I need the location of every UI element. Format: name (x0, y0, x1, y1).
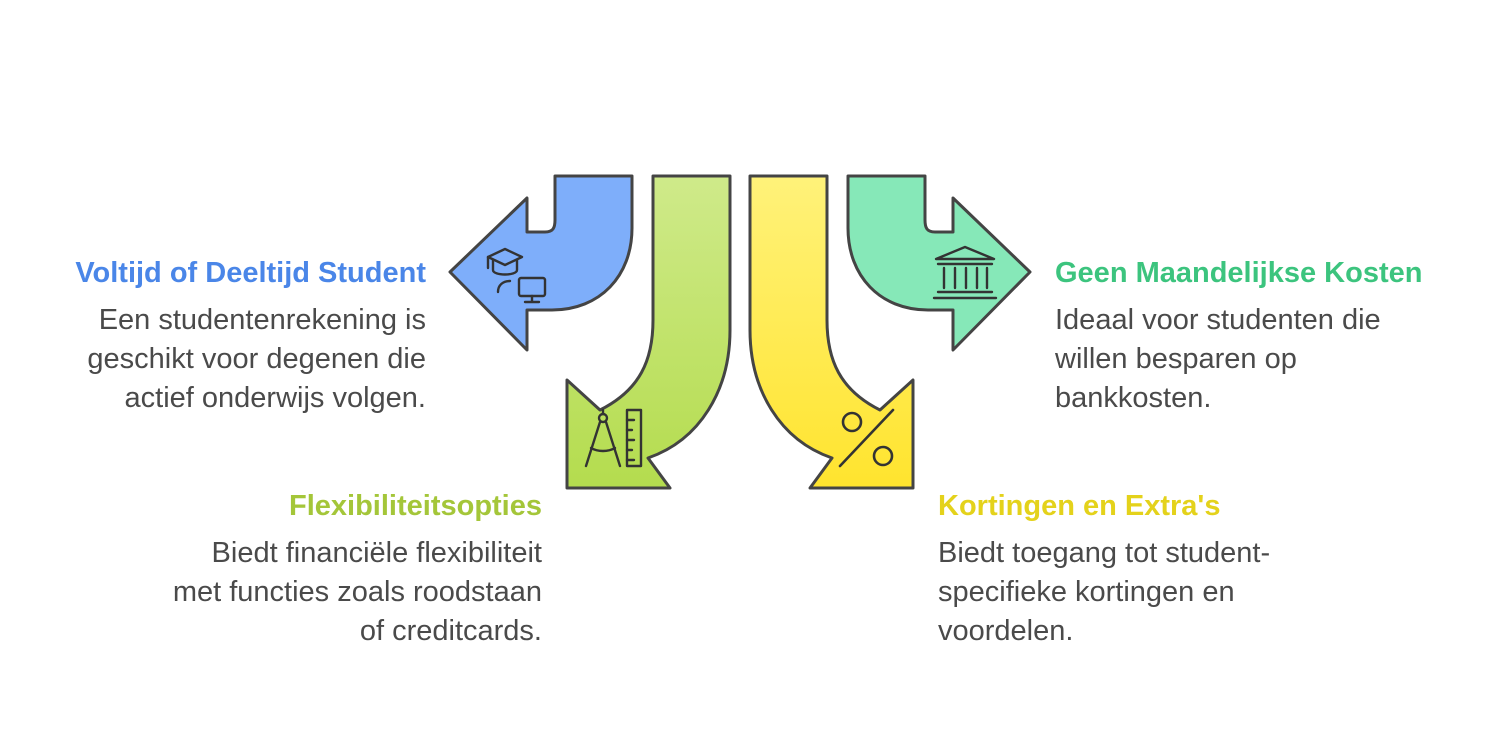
arrow-student (448, 174, 634, 352)
item-student-description: Een studentenrekening is geschikt voor d… (87, 304, 426, 414)
item-flexibility-title: Flexibiliteitsopties (289, 490, 542, 522)
arrow-flexibility (565, 174, 732, 490)
item-discounts: Kortingen en Extra's Biedt toegang tot s… (938, 488, 1270, 651)
compass-ruler-icon (584, 408, 643, 468)
item-no-fees: Geen Maandelijkse Kosten Ideaal voor stu… (1055, 255, 1422, 418)
item-flexibility-description: Biedt financiële flexibiliteit met funct… (172, 537, 542, 647)
item-student: Voltijd of Deeltijd Student Een studente… (75, 255, 426, 418)
student-computer-icon (486, 247, 547, 304)
arrow-discounts (748, 174, 915, 490)
percent-icon (838, 408, 895, 468)
item-discounts-title: Kortingen en Extra's (938, 490, 1221, 522)
item-discounts-description: Biedt toegang tot student- specifieke ko… (938, 537, 1271, 647)
item-no-fees-title: Geen Maandelijkse Kosten (1055, 257, 1423, 289)
item-flexibility: Flexibiliteitsopties Biedt financiële fl… (173, 488, 542, 651)
bank-icon (932, 245, 998, 300)
item-student-title: Voltijd of Deeltijd Student (75, 257, 426, 289)
item-no-fees-description: Ideaal voor studenten die willen bespare… (1055, 304, 1381, 414)
